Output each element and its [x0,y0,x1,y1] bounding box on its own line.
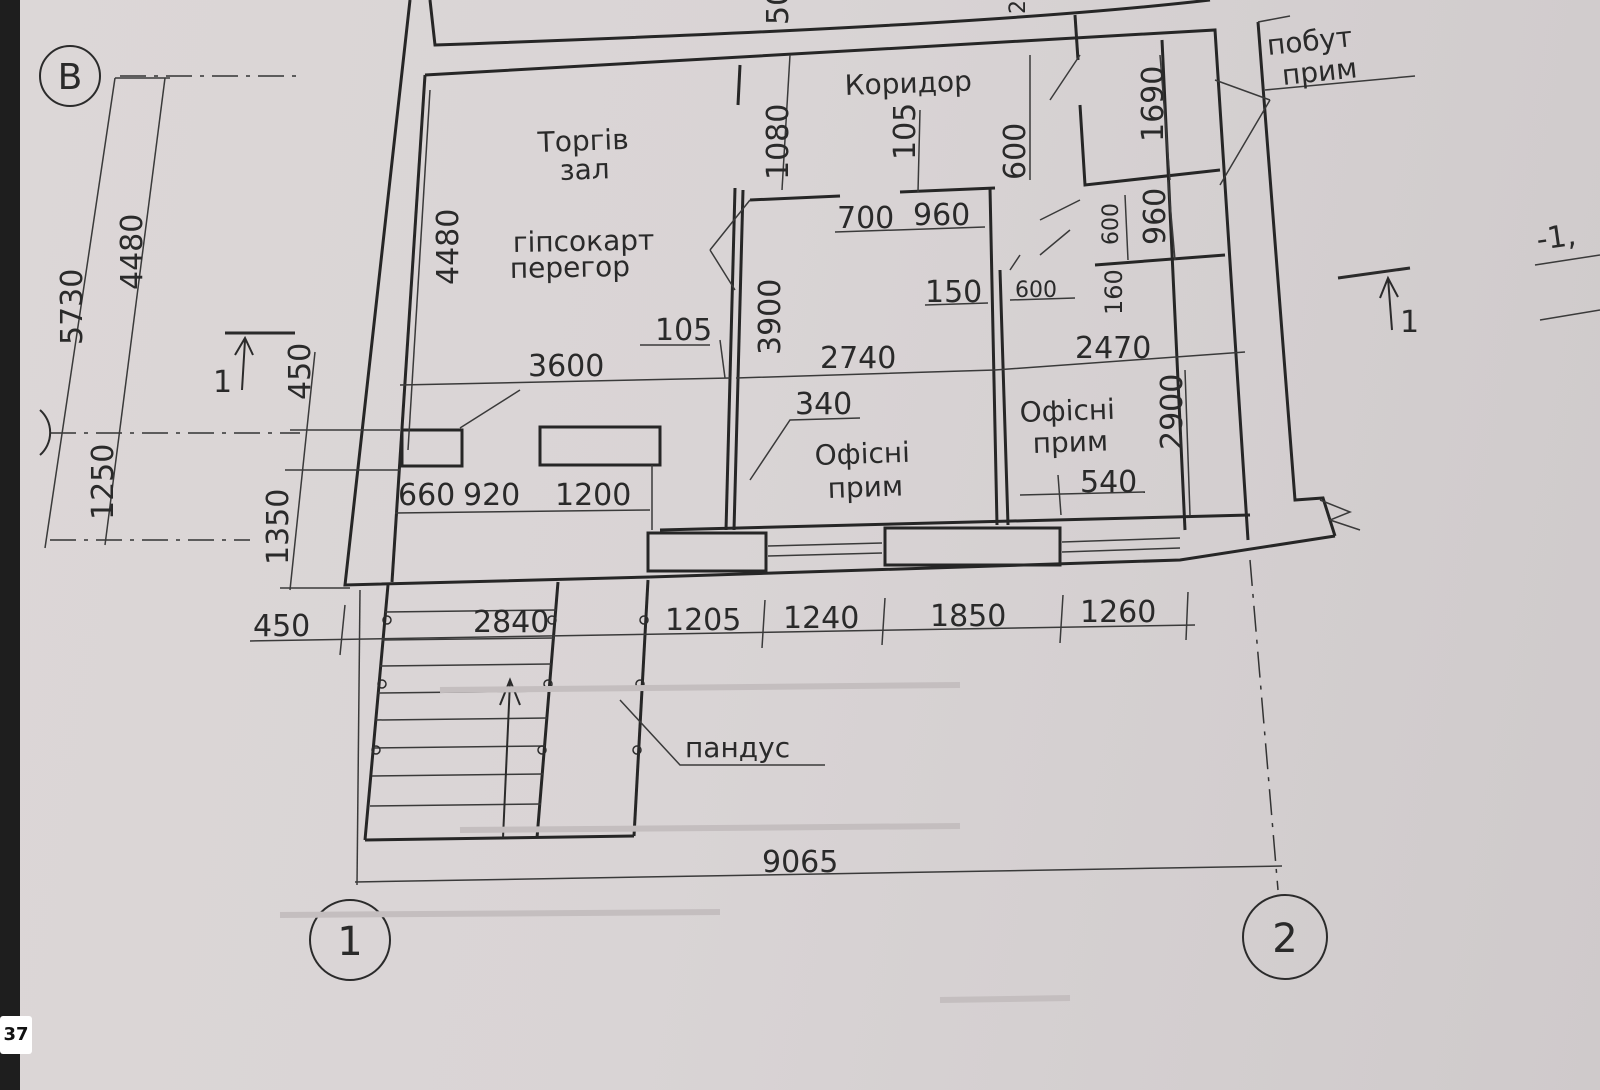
faint-background-lines [279,682,1071,1003]
room-labels: Торгів зал Коридор гіпсокарт перегор Офі… [510,20,1359,764]
drawing-sheet: 1 2 В 1 1 -1, [20,0,1600,1090]
dim-2740: 2740 [820,341,896,376]
dim-1260: 1260 [1080,595,1156,630]
dim-700: 700 [837,201,894,236]
section-edge-label: -1, [1534,218,1578,258]
dim-3900: 3900 [753,279,788,355]
room-office-b-line1: Офісні [1019,393,1115,429]
dim-1080: 1080 [761,104,796,180]
dim-150: 150 [925,275,982,310]
section-label-left: 1 [213,365,232,400]
dim-105-top: 105 [888,103,923,160]
dim-600-right: 600 [1099,203,1124,245]
note-drywall-line2: перегор [510,250,631,285]
dim-960-right: 960 [1138,188,1173,245]
room-corridor: Коридор [844,65,972,102]
dim-2: 2 [1006,0,1031,14]
dim-9065: 9065 [762,845,838,880]
dim-960-top: 960 [913,198,970,233]
dimension-lines [44,54,1416,883]
room-utility-line2: прим [1280,51,1358,92]
section-label-right: 1 [1400,305,1419,340]
dim-340: 340 [795,387,852,422]
dim-1200: 1200 [555,478,631,513]
dim-160: 160 [1100,269,1128,315]
axis-marker-2: 2 [1242,894,1328,980]
window-openings [646,526,1181,573]
dim-600-top: 600 [998,123,1033,180]
dim-3600: 3600 [528,349,604,384]
dim-2470: 2470 [1075,331,1151,366]
room-trade-hall-line1: Торгів [536,123,629,159]
dim-1350: 1350 [261,489,296,565]
section-mark-left: 1 [213,331,295,400]
dim-450-vertical: 450 [283,343,318,400]
axis-label-b: В [58,57,83,98]
note-drywall-line1: гіпсокарт [513,224,655,259]
dim-2840: 2840 [473,605,549,640]
dim-1240: 1240 [783,601,859,636]
axis-label-1: 1 [337,919,362,965]
page-number-badge: 37 [0,1016,32,1054]
dim-1690: 1690 [1136,66,1171,142]
dim-450-bottom: 450 [253,609,310,644]
section-mark-right: 1 [1337,266,1419,340]
axis-marker-1: 1 [309,899,391,981]
dim-105-left: 105 [655,313,712,348]
dim-1205: 1205 [665,603,741,638]
floor-plan-drawing: 1 2 В 1 1 -1, [39,0,1600,1003]
dimension-labels: 5730 4480 1250 4480 450 1350 3600 660 92… [55,0,1190,880]
dim-600-mid: 600 [1015,278,1057,303]
room-trade-hall-line2: зал [559,152,610,187]
room-office-a-line2: прим [827,469,904,505]
dim-540: 540 [1080,465,1137,500]
axis-marker-b: В [39,45,101,456]
interior-partitions [659,14,1251,532]
dim-2900: 2900 [1155,374,1190,450]
dim-660: 660 [398,478,455,513]
dim-4480-inner: 4480 [431,209,466,285]
ramp-label: пандус [685,731,790,764]
axis-label-2: 2 [1272,916,1297,962]
dim-4480-outer: 4480 [115,214,150,290]
dim-920: 920 [463,478,520,513]
dim-1850: 1850 [930,599,1006,634]
dim-1250: 1250 [86,444,121,520]
room-office-b-line2: прим [1032,424,1109,460]
room-office-a-line1: Офісні [814,436,910,472]
counter-blocks [400,425,662,530]
dim-50: 50 [761,0,796,25]
entrance-stairs [363,579,650,842]
dim-5730: 5730 [55,269,90,345]
exterior-walls [343,0,1361,587]
